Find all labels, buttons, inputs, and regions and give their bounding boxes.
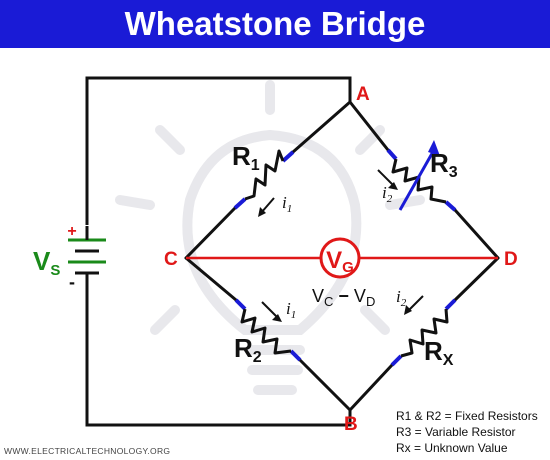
source-label: VS <box>33 246 60 279</box>
node-a-label: A <box>356 84 370 105</box>
current-i2-top: i2 <box>382 183 393 205</box>
lightbulb-watermark <box>115 80 425 395</box>
legend-item-unknown: Rx = Unknown Value <box>396 441 508 455</box>
current-i1-top: i1 <box>282 193 292 215</box>
current-i2-bottom: i2 <box>396 287 407 309</box>
r2-label: R2 <box>234 333 262 366</box>
legend-item-fixed: R1 & R2 = Fixed Resistors <box>396 409 538 423</box>
resistor-r1 <box>233 149 295 210</box>
resistor-r3 <box>386 140 457 212</box>
node-b-label: B <box>344 414 358 435</box>
page-title: Wheatstone Bridge <box>124 5 426 42</box>
galvanometer-branch: VG <box>186 237 498 279</box>
legend: R1 & R2 = Fixed Resistors R3 = Variable … <box>396 408 538 456</box>
battery-minus: - <box>69 272 75 292</box>
battery-plus: + <box>67 223 76 240</box>
r1-label: R1 <box>232 141 260 174</box>
galvanometer-label: VG <box>326 247 354 276</box>
battery-vs: + - <box>67 223 106 292</box>
current-arrowheads <box>258 182 412 322</box>
wheatstone-bridge-diagram: VG + - VS A B C D R1 R2 R3 RX <box>33 76 518 435</box>
watermark-url: WWW.ELECTRICALTECHNOLOGY.ORG <box>4 446 171 456</box>
galvanometer-circle <box>319 237 361 279</box>
supply-wire <box>85 76 352 427</box>
node-d-label: D <box>504 249 518 270</box>
resistor-rx <box>390 298 457 367</box>
rx-label: RX <box>424 336 454 369</box>
resistor-r2 <box>234 298 302 362</box>
bridge-wires <box>184 100 500 412</box>
voltage-difference-label: VC − VD <box>312 286 375 309</box>
variable-arrow-shaft <box>398 149 436 211</box>
r3-label: R3 <box>430 148 458 181</box>
title-banner <box>0 0 550 48</box>
legend-item-variable: R3 = Variable Resistor <box>396 425 516 439</box>
node-c-label: C <box>164 249 178 270</box>
variable-arrow-head <box>428 140 440 156</box>
current-i1-bottom: i1 <box>286 299 296 321</box>
